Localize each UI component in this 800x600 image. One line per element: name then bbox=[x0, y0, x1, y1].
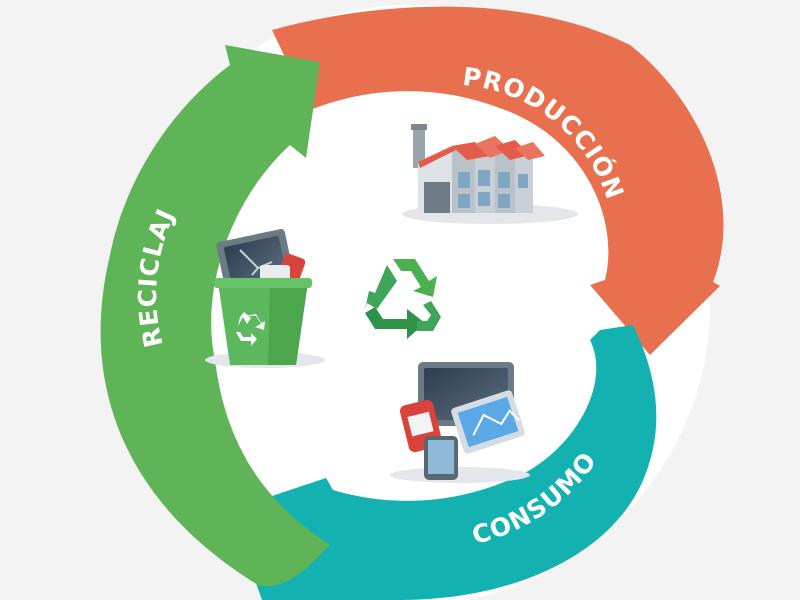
recycle-symbol-icon bbox=[365, 259, 441, 339]
factory-icon bbox=[402, 124, 578, 224]
consumption-arrow bbox=[230, 325, 657, 600]
electronics-devices-icon bbox=[390, 362, 530, 483]
production-arrow bbox=[272, 6, 724, 356]
recycling-bin-icon bbox=[205, 229, 325, 368]
recycling-arrow bbox=[100, 45, 330, 587]
